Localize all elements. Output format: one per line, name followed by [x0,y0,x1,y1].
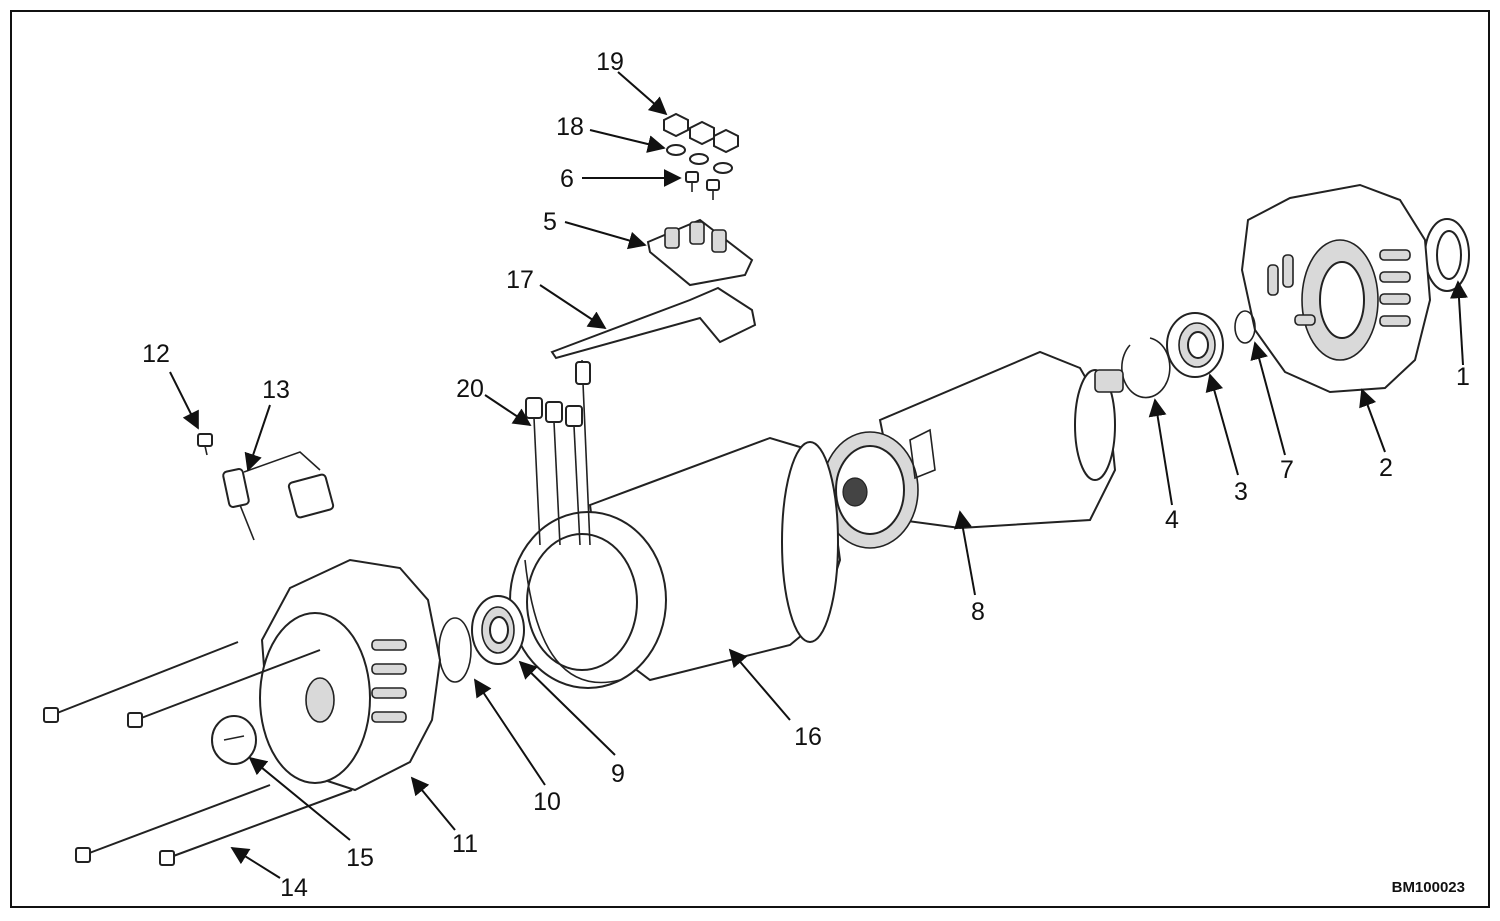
part-13-sensor [222,451,335,541]
part-1-seal [1424,218,1470,292]
part-6-screws [685,171,720,200]
callout-labels: 1 2 3 4 5 6 7 8 9 10 11 12 13 14 15 16 1… [142,48,1470,902]
part-16-stator [509,436,842,689]
callout-9: 9 [611,760,625,788]
callout-10: 10 [533,788,561,816]
leader-14 [230,847,281,879]
callout-3: 3 [1234,478,1248,506]
leader-4 [1148,398,1173,506]
leader-11 [410,776,456,831]
part-14-through-bolts [43,641,353,866]
callout-16: 16 [794,723,822,751]
callout-11: 11 [452,830,478,858]
part-10-o-ring [438,617,472,683]
part-15-plug [211,715,257,765]
callout-7: 7 [1280,456,1294,484]
leader-2 [1359,388,1386,453]
part-5-terminal-block [646,218,754,287]
leader-10 [474,678,546,786]
part-11-end-housing [259,558,442,792]
leader-17 [539,284,607,329]
part-18-washers [666,144,733,174]
part-19-nuts [663,112,739,154]
callout-18: 18 [556,113,584,141]
part-12-screw [197,433,213,456]
part-8-rotor [821,350,1124,549]
callout-8: 8 [971,598,985,626]
leader-arrows [169,71,1468,879]
document-id: BM100023 [1392,879,1465,896]
part-2-drive-end-housing [1240,183,1432,394]
leader-20 [484,394,532,426]
part-3-bearing [1166,312,1224,378]
leader-3 [1205,373,1239,476]
callout-5: 5 [543,208,557,236]
callout-20: 20 [456,375,484,403]
callout-6: 6 [560,165,574,193]
leader-16 [728,648,791,721]
leader-19 [617,71,668,116]
leader-1 [1449,280,1468,366]
callout-1: 1 [1456,363,1470,391]
leader-12 [169,371,199,430]
callout-17: 17 [506,266,534,294]
part-7-retaining-ring [1234,310,1256,344]
callout-4: 4 [1165,506,1179,534]
leader-7 [1250,341,1286,456]
leader-13 [244,404,271,472]
callout-13: 13 [262,376,290,404]
callout-14: 14 [280,874,308,902]
part-4-snap-ring [1121,337,1171,399]
leader-9 [518,660,616,756]
callout-12: 12 [142,340,170,368]
callout-2: 2 [1379,454,1393,482]
leader-18 [589,129,666,153]
leader-8 [954,510,976,596]
leader-5 [564,221,647,250]
callout-19: 19 [596,48,624,76]
leader-15 [248,756,351,841]
part-9-bearing [471,595,525,665]
part-17-bracket [550,286,757,360]
callout-15: 15 [346,844,374,872]
